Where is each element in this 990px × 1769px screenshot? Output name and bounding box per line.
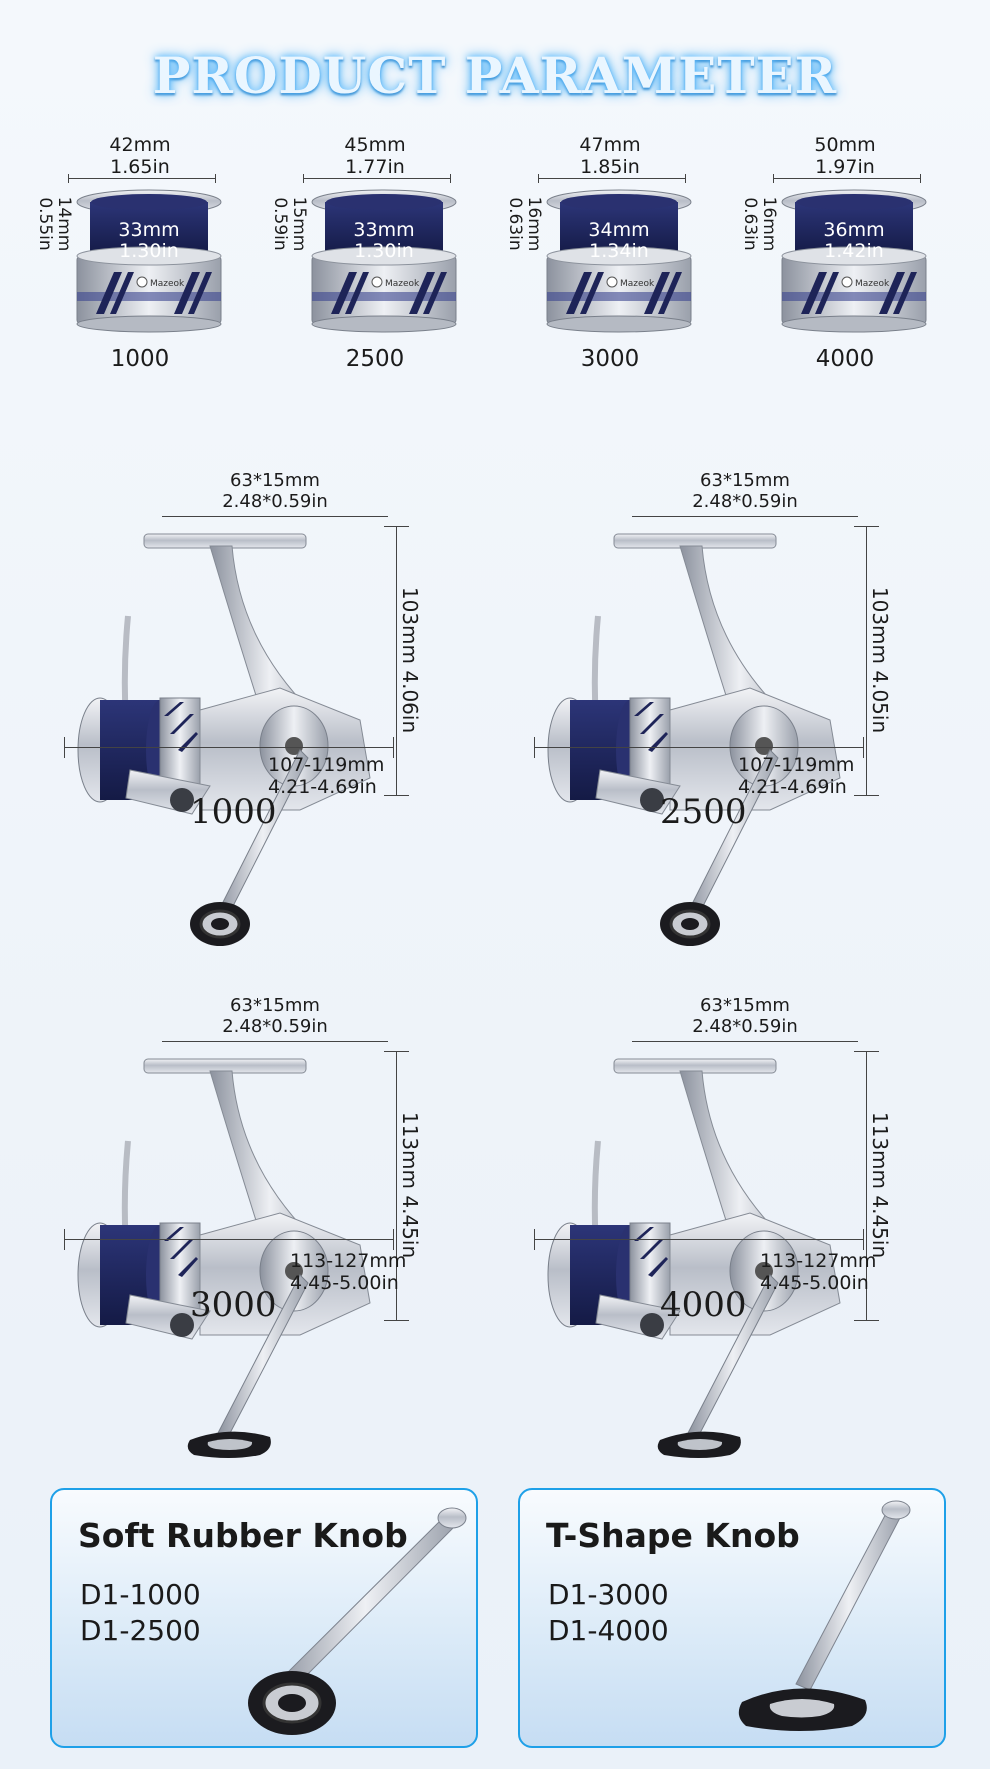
spool-model-label: 3000 — [580, 346, 640, 372]
svg-text:Mazeok: Mazeok — [150, 279, 185, 289]
spinning-reel-image — [77, 533, 371, 946]
svg-text:Mazeok: Mazeok — [620, 279, 655, 289]
svg-text:Mazeok: Mazeok — [855, 279, 890, 289]
spool-image: Mazeok — [781, 189, 927, 333]
reel-height-label: 103mm 4.05in — [868, 586, 892, 734]
spool-image: Mazeok — [546, 189, 692, 333]
spinning-reel-image — [77, 1058, 371, 1458]
spool-model-label: 4000 — [815, 346, 875, 372]
reel-height-line — [854, 1051, 879, 1321]
reel-width-line — [534, 737, 864, 758]
reel-top-line — [162, 516, 388, 517]
spool-model-label: 2500 — [345, 346, 405, 372]
reel-height-line — [384, 526, 409, 796]
spool-image: Mazeok — [311, 189, 457, 333]
card-title: Soft Rubber Knob — [78, 1516, 408, 1555]
reel-model-label: 4000 — [660, 1285, 747, 1325]
t-knob-image — [738, 1500, 911, 1731]
reel-model-label: 3000 — [190, 1285, 277, 1325]
card-model: D1-4000 — [548, 1614, 669, 1647]
reel-height-label: 103mm 4.06in — [398, 586, 422, 734]
card-model: D1-1000 — [80, 1578, 201, 1611]
card-title: T-Shape Knob — [546, 1516, 800, 1555]
spool-model-label: 1000 — [110, 346, 170, 372]
reel-height-label: 113mm 4.45in — [398, 1111, 422, 1259]
reel-height-line — [384, 1051, 409, 1321]
spool-diameter-line — [303, 174, 451, 183]
reel-model-label: 1000 — [190, 792, 277, 832]
reel-height-line — [854, 526, 879, 796]
reel-width-line — [64, 1229, 394, 1250]
card-model: D1-2500 — [80, 1614, 201, 1647]
rubber-knob-image — [248, 1507, 467, 1735]
reel-width-line — [64, 737, 394, 758]
reel-top-line — [162, 1041, 388, 1042]
spool-image: Mazeok — [76, 189, 222, 333]
spinning-reel-image — [547, 1058, 841, 1458]
spool-diameter-line — [538, 174, 686, 183]
reel-top-line — [632, 1041, 858, 1042]
reel-top-line — [632, 516, 858, 517]
card-model: D1-3000 — [548, 1578, 669, 1611]
reel-height-label: 113mm 4.45in — [868, 1111, 892, 1259]
t-shape-knob-card: T-Shape Knob D1-3000 D1-4000 — [518, 1488, 946, 1748]
spinning-reel-image — [547, 533, 841, 946]
reel-width-line — [534, 1229, 864, 1250]
reel-model-label: 2500 — [660, 792, 747, 832]
spool-diameter-line — [773, 174, 921, 183]
soft-rubber-knob-card: Soft Rubber Knob D1-1000 D1-2500 — [50, 1488, 478, 1748]
svg-text:Mazeok: Mazeok — [385, 279, 420, 289]
page-title: PRODUCT PARAMETER — [152, 46, 838, 105]
spool-diameter-line — [68, 174, 216, 183]
